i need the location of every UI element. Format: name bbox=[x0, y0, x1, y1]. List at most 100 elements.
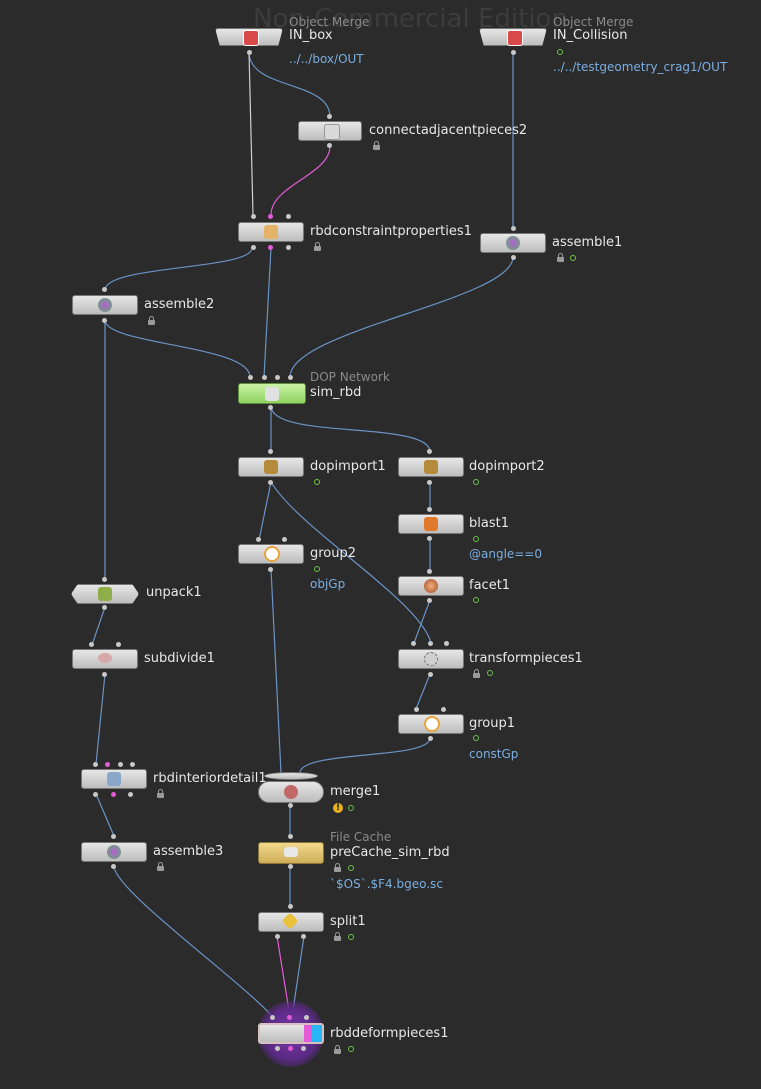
node-tile[interactable] bbox=[398, 576, 464, 596]
flag-icon[interactable] bbox=[570, 255, 576, 261]
output-port[interactable] bbox=[427, 480, 432, 485]
input-port[interactable] bbox=[288, 375, 293, 380]
lock-icon[interactable] bbox=[373, 141, 380, 150]
output-port[interactable] bbox=[111, 864, 116, 869]
input-port[interactable] bbox=[414, 707, 419, 712]
output-port[interactable] bbox=[286, 245, 291, 250]
node-tile[interactable] bbox=[298, 121, 362, 141]
input-port[interactable] bbox=[102, 287, 107, 292]
output-port[interactable] bbox=[428, 672, 433, 677]
flag-icon[interactable] bbox=[473, 735, 479, 741]
input-port[interactable] bbox=[118, 762, 123, 767]
input-port[interactable] bbox=[116, 642, 121, 647]
flag-icon[interactable] bbox=[314, 566, 320, 572]
node-tile[interactable] bbox=[480, 233, 546, 253]
input-port[interactable] bbox=[511, 226, 516, 231]
output-port[interactable] bbox=[102, 672, 107, 677]
lock-icon[interactable] bbox=[157, 862, 164, 871]
output-port[interactable] bbox=[93, 792, 98, 797]
flag-icon[interactable] bbox=[348, 805, 354, 811]
node-tile[interactable] bbox=[72, 295, 138, 315]
input-port[interactable] bbox=[304, 1015, 309, 1020]
input-port[interactable] bbox=[288, 834, 293, 839]
node-tile[interactable] bbox=[238, 222, 304, 242]
output-port[interactable] bbox=[301, 934, 306, 939]
merge-input-bar[interactable] bbox=[264, 772, 318, 780]
output-port[interactable] bbox=[128, 792, 133, 797]
output-port[interactable] bbox=[275, 1046, 280, 1051]
output-port[interactable] bbox=[427, 598, 432, 603]
output-port[interactable] bbox=[268, 405, 273, 410]
flag-icon[interactable] bbox=[557, 49, 563, 55]
output-port[interactable] bbox=[511, 255, 516, 260]
node-tile[interactable] bbox=[81, 769, 147, 789]
input-port[interactable] bbox=[288, 904, 293, 909]
input-port[interactable] bbox=[282, 537, 287, 542]
output-port[interactable] bbox=[268, 245, 273, 250]
output-port[interactable] bbox=[288, 1046, 293, 1051]
flag-icon[interactable] bbox=[348, 865, 354, 871]
output-port[interactable] bbox=[251, 245, 256, 250]
node-tile[interactable] bbox=[81, 842, 147, 862]
output-port[interactable] bbox=[102, 318, 107, 323]
input-port[interactable] bbox=[411, 641, 416, 646]
input-port[interactable] bbox=[286, 214, 291, 219]
node-tile[interactable] bbox=[215, 28, 283, 46]
input-port[interactable] bbox=[441, 707, 446, 712]
input-port[interactable] bbox=[275, 375, 280, 380]
input-port[interactable] bbox=[248, 375, 253, 380]
lock-icon[interactable] bbox=[157, 789, 164, 798]
node-tile[interactable] bbox=[238, 544, 304, 564]
node-tile[interactable] bbox=[258, 1023, 324, 1044]
input-port[interactable] bbox=[287, 1015, 292, 1020]
node-tile[interactable] bbox=[258, 912, 324, 932]
render-flag[interactable] bbox=[304, 1025, 312, 1042]
output-port[interactable] bbox=[268, 567, 273, 572]
node-tile[interactable] bbox=[71, 584, 139, 604]
flag-icon[interactable] bbox=[473, 479, 479, 485]
flag-icon[interactable] bbox=[487, 670, 493, 676]
input-port[interactable] bbox=[93, 762, 98, 767]
input-port[interactable] bbox=[268, 214, 273, 219]
input-port[interactable] bbox=[270, 1015, 275, 1020]
node-tile[interactable] bbox=[398, 457, 464, 477]
output-port[interactable] bbox=[102, 605, 107, 610]
display-flag[interactable] bbox=[312, 1025, 322, 1042]
output-port[interactable] bbox=[301, 1046, 306, 1051]
input-port[interactable] bbox=[427, 449, 432, 454]
lock-icon[interactable] bbox=[334, 932, 341, 941]
input-port[interactable] bbox=[102, 577, 107, 582]
lock-icon[interactable] bbox=[334, 863, 341, 872]
lock-icon[interactable] bbox=[334, 1045, 341, 1054]
node-tile[interactable] bbox=[238, 383, 306, 404]
input-port[interactable] bbox=[268, 449, 273, 454]
output-port[interactable] bbox=[428, 736, 433, 741]
lock-icon[interactable] bbox=[557, 253, 564, 262]
output-port[interactable] bbox=[327, 143, 332, 148]
flag-icon[interactable] bbox=[314, 479, 320, 485]
input-port[interactable] bbox=[327, 114, 332, 119]
lock-icon[interactable] bbox=[473, 669, 480, 678]
flag-icon[interactable] bbox=[348, 934, 354, 940]
node-tile[interactable] bbox=[258, 842, 324, 864]
output-port[interactable] bbox=[288, 864, 293, 869]
output-port[interactable] bbox=[427, 536, 432, 541]
lock-icon[interactable] bbox=[314, 242, 321, 251]
node-tile[interactable] bbox=[238, 457, 304, 477]
input-port[interactable] bbox=[428, 641, 433, 646]
node-tile[interactable] bbox=[72, 649, 138, 669]
output-port[interactable] bbox=[288, 803, 293, 808]
node-tile[interactable] bbox=[258, 781, 324, 803]
node-tile[interactable] bbox=[479, 28, 547, 46]
warning-icon[interactable]: ! bbox=[333, 803, 343, 813]
input-port[interactable] bbox=[444, 641, 449, 646]
output-port[interactable] bbox=[111, 792, 116, 797]
node-tile[interactable] bbox=[398, 714, 464, 734]
input-port[interactable] bbox=[427, 507, 432, 512]
input-port[interactable] bbox=[111, 834, 116, 839]
node-tile[interactable] bbox=[398, 514, 464, 534]
input-port[interactable] bbox=[130, 762, 135, 767]
input-port[interactable] bbox=[89, 642, 94, 647]
node-tile[interactable] bbox=[398, 649, 464, 669]
output-port[interactable] bbox=[511, 50, 516, 55]
